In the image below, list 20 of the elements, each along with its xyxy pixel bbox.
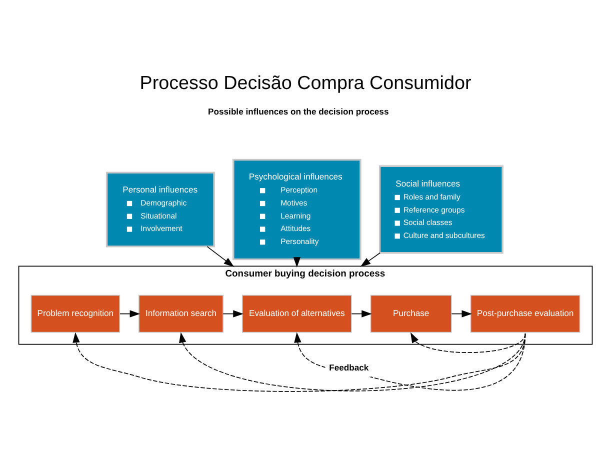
- arrow: [360, 252, 380, 266]
- node-box: Personal influences Demographic Situational Involvement: [106, 171, 215, 247]
- node-box: Evaluation of alternatives: [242, 294, 352, 332]
- arrow: [222, 310, 244, 317]
- node-box: Information search: [138, 294, 224, 332]
- node-box: Problem recognition: [30, 294, 120, 332]
- node-box: Post-purchase evaluation: [470, 294, 580, 332]
- arrow: [351, 310, 372, 317]
- edge-label: Feedback: [329, 362, 369, 372]
- label: Possible influences on the decision process: [208, 106, 389, 116]
- node-box: Social influences Roles and family Reference groups Social classes Culture and subcultures: [378, 164, 504, 254]
- arrow: [179, 332, 526, 391]
- arrow: [294, 332, 526, 390]
- diagram-title: Processo Decisão Compra Consumidor: [140, 72, 472, 94]
- node-box: Purchase: [370, 294, 452, 332]
- arrow: [120, 310, 140, 317]
- arrow: [410, 332, 526, 352]
- arrow: [206, 246, 234, 266]
- arrow: [451, 310, 472, 317]
- arrow: [72, 332, 526, 392]
